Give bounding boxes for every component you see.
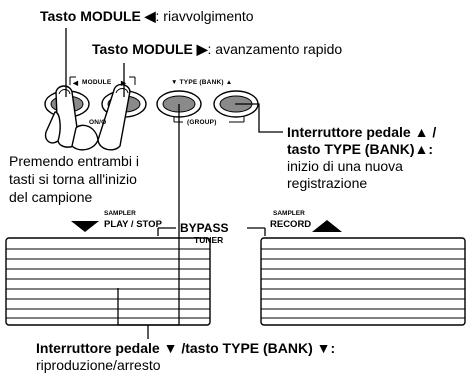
callout-play-line1: Interruttore pedale ▼ /tasto TYPE (BANK)… [36, 340, 336, 356]
callout-module-forward-title: Tasto MODULE [92, 41, 193, 57]
record-pedal [260, 237, 466, 326]
pressing-fingers-illustration [44, 83, 131, 151]
fingernail-detail [58, 88, 129, 95]
module-label: MODULE [82, 79, 112, 86]
rewind-arrow-icon: ◀ [144, 8, 156, 24]
bypass-bracket [157, 227, 266, 236]
callout-record: Interruttore pedale ▲ / tasto TYPE (BANK… [287, 124, 436, 192]
down-triangle-icon [71, 221, 99, 232]
forward-arrow-icon: ▶ [196, 41, 208, 57]
type-bank-label: ▼ TYPE (BANK) ▲ [171, 79, 233, 86]
callout-module-forward: Tasto MODULE ▶: avanzamento rapido [92, 41, 342, 58]
play-stop-pedal [5, 237, 211, 326]
callout-play-line2: riproduzione/arresto [36, 357, 161, 373]
group-label: (GROUP) [187, 119, 217, 126]
module-right-arrow-label: ▶ [121, 80, 127, 87]
callout-module-rewind-desc: : riavvolgimento [155, 8, 254, 24]
bypass-label: BYPASS [180, 221, 229, 235]
callout-both-line1: Premendo entrambi i [9, 153, 139, 169]
tuner-label: TUNER [194, 235, 224, 245]
callout-module-forward-desc: : avanzamento rapido [207, 41, 343, 57]
callout-record-line1: Interruttore pedale ▲ / [287, 124, 437, 140]
callout-record-line2: tasto TYPE (BANK)▲: [287, 141, 434, 157]
callout-both-line3: del campione [9, 189, 93, 205]
callout-record-line3: inizio di una nuova [287, 158, 403, 174]
callout-both-buttons: Premendo entrambi i tasti si torna all'i… [9, 152, 139, 206]
callout-module-rewind-title: Tasto MODULE [40, 8, 141, 24]
module-left-arrow-label: ◀ [73, 80, 79, 87]
play-stop-label: PLAY / STOP [104, 219, 162, 230]
callout-play: Interruttore pedale ▼ /tasto TYPE (BANK)… [36, 340, 335, 374]
callout-record-line4: registrazione [287, 175, 368, 191]
callout-both-line2: tasti si torna all'inizio [9, 171, 137, 187]
leader-lines [65, 28, 283, 339]
up-triangle-icon [312, 220, 342, 232]
module-bracket [69, 76, 136, 85]
on-off-label: ON/O [89, 119, 107, 126]
record-label: RECORD [270, 219, 312, 230]
sampler-right-small-label: SAMPLER [273, 210, 305, 217]
sampler-left-small-label: SAMPLER [104, 210, 136, 217]
callout-module-rewind: Tasto MODULE ◀: riavvolgimento [40, 8, 254, 25]
